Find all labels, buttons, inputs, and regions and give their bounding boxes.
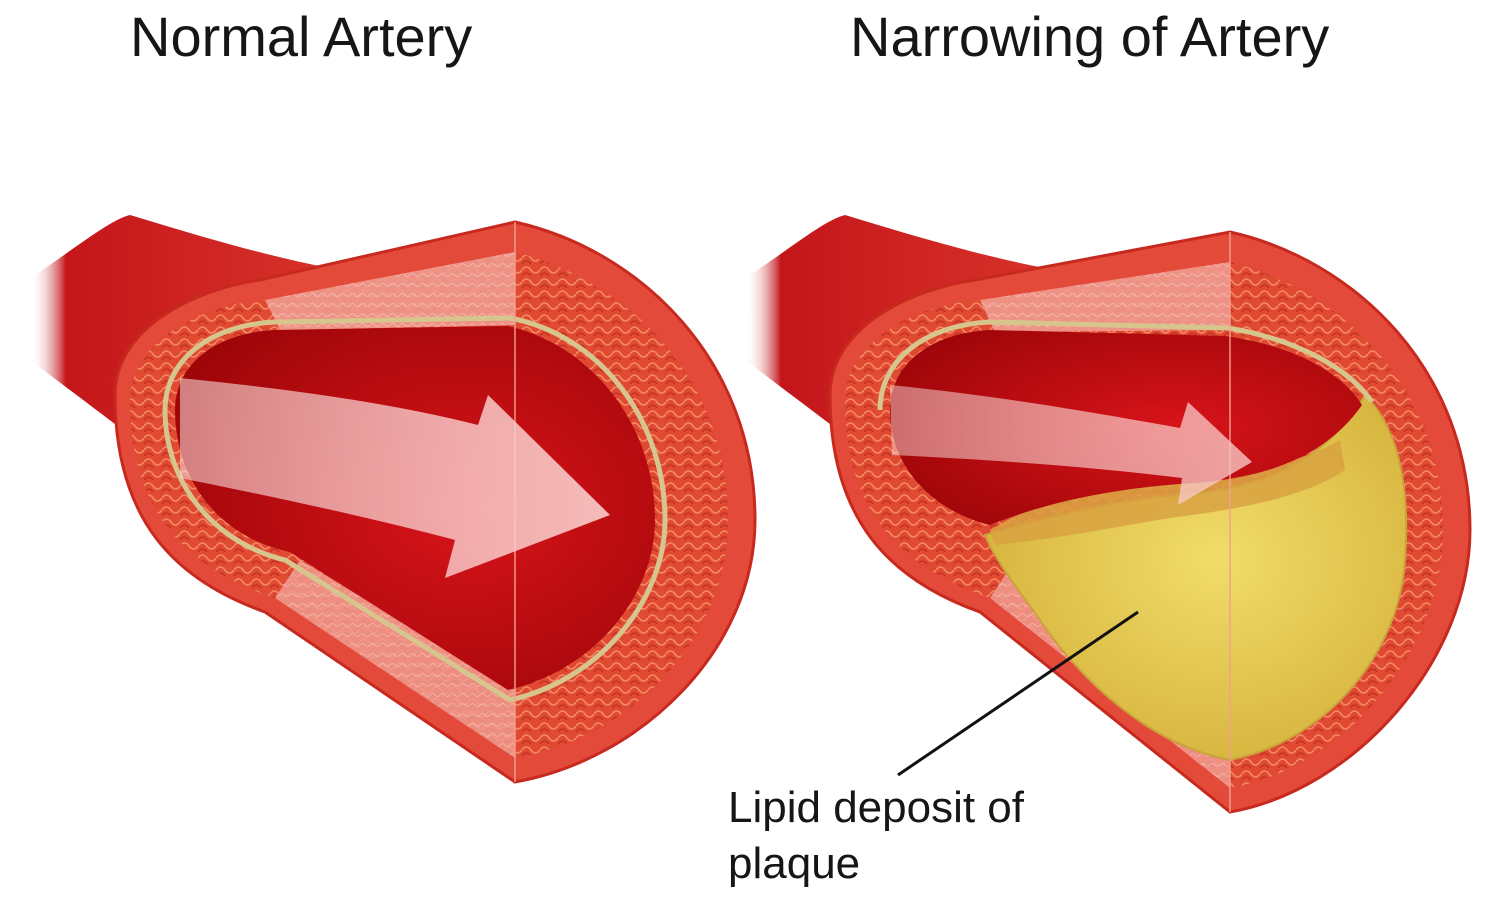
callout-leader-line: [897, 610, 1139, 777]
title-narrowing-of-artery: Narrowing of Artery: [850, 5, 1330, 68]
title-normal-artery: Normal Artery: [130, 5, 473, 68]
narrowed-artery: [745, 215, 1472, 814]
plaque-surface: [990, 440, 1345, 545]
intima-line: [162, 315, 668, 703]
plaque-callout-label: Lipid deposit of plaque: [728, 780, 1024, 892]
blood-flow-arrow: [890, 385, 1252, 505]
plaque-callout-line-1: Lipid deposit of: [728, 783, 1024, 832]
vessel-side-wall: [265, 252, 515, 330]
blood-flow-arrow: [180, 378, 610, 578]
plaque-callout-line-2: plaque: [728, 839, 861, 888]
intima-line: [877, 319, 1375, 411]
vessel-side-wall: [980, 262, 1230, 332]
normal-artery: [30, 215, 757, 784]
